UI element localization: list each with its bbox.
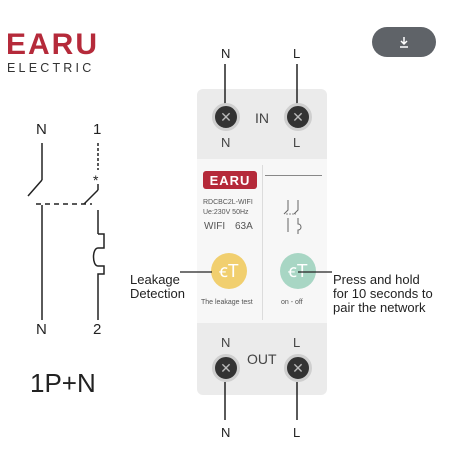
leakage-test-label: The leakage test [201, 299, 253, 306]
diagram-bottom-n: N [36, 321, 47, 338]
model-text: RDCBC2L-WIFI [203, 199, 253, 206]
out-n-label: N [221, 335, 231, 350]
diagram-star: * [93, 172, 99, 188]
onoff-label: on - off [281, 299, 303, 306]
panel-divider [262, 165, 263, 320]
diagram-top-n: N [36, 121, 47, 138]
diagram-bottom-2: 2 [93, 321, 102, 338]
bottom-wires [224, 382, 298, 420]
terminal-in-n: ✕ [212, 103, 240, 131]
download-icon [400, 37, 408, 48]
brand-logo: EARU [6, 28, 100, 61]
in-label: IN [255, 110, 269, 126]
brand-subtitle: ELECTRIC [7, 61, 95, 75]
top-wire-l-label: L [293, 46, 301, 61]
voltage-text: Ue:230V 50Hz [203, 209, 249, 216]
leakage-annotation-line2: Detection [130, 286, 185, 301]
diagram-caption: 1P+N [30, 368, 96, 398]
badge-line [265, 175, 322, 176]
pair-button-icon: ꞓT [288, 261, 308, 281]
out-l-label: L [293, 335, 301, 350]
wiring-diagram [27, 143, 105, 320]
download-button[interactable] [372, 27, 436, 57]
terminal-in-l: ✕ [284, 103, 312, 131]
rating-text: 63A [235, 221, 253, 232]
terminal-out-l: ✕ [284, 354, 312, 382]
pair-network-button[interactable]: ꞓT [280, 253, 316, 289]
diagram-top-1: 1 [93, 121, 102, 138]
leakage-annotation-line1: Leakage [130, 272, 180, 287]
press-annotation-line2: for 10 seconds to [333, 286, 433, 301]
terminal-out-n: ✕ [212, 354, 240, 382]
press-annotation-line1: Press and hold [333, 272, 420, 287]
top-wire-n-label: N [221, 46, 231, 61]
test-button-icon: ꞓT [219, 261, 239, 281]
in-n-label: N [221, 135, 231, 150]
bottom-wire-n-label: N [221, 425, 231, 440]
bottom-wire-l-label: L [293, 425, 301, 440]
leakage-test-button[interactable]: ꞓT [211, 253, 247, 289]
device-brand-badge: EARU [203, 171, 257, 189]
press-annotation-line3: pair the network [333, 300, 426, 315]
in-l-label: L [293, 135, 301, 150]
out-label: OUT [247, 351, 277, 367]
annotation-lines [180, 271, 332, 273]
circuit-symbol-icon [283, 200, 302, 234]
wifi-text: WIFI [204, 221, 226, 232]
